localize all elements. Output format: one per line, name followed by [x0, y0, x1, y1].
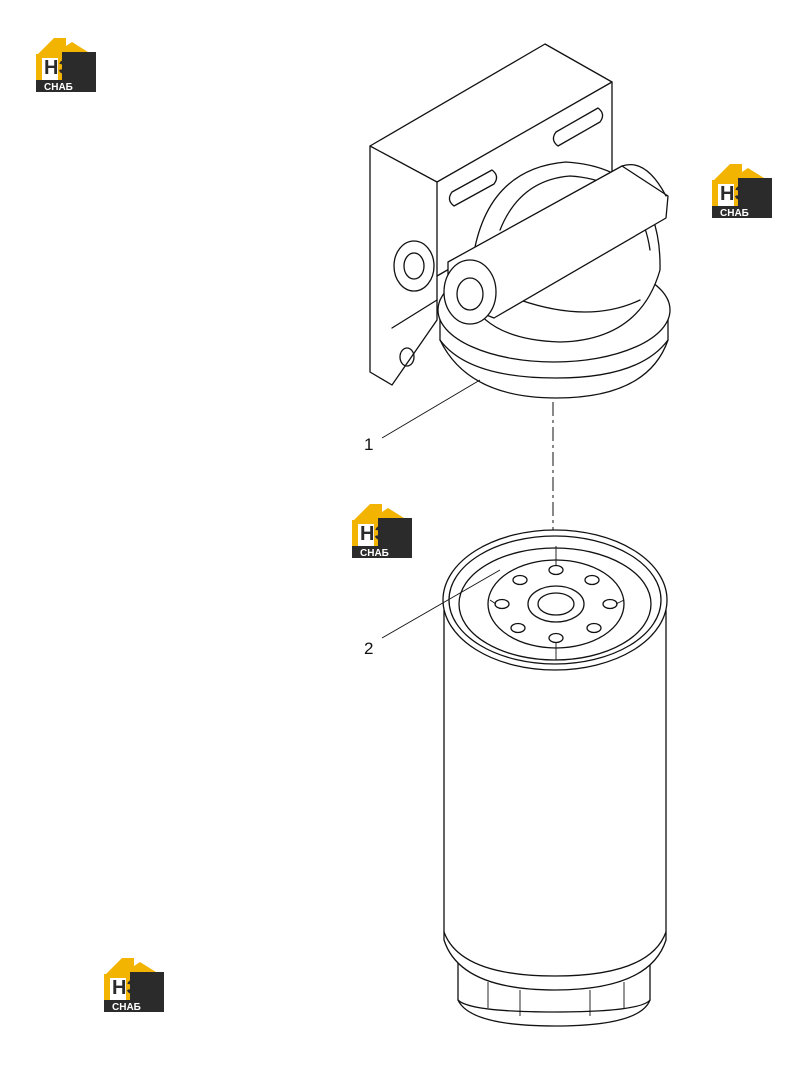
svg-text:НЗ: НЗ — [112, 977, 139, 999]
svg-text:СНАБ: СНАБ — [112, 1002, 141, 1013]
svg-text:НЗ: НЗ — [360, 523, 387, 545]
callout-2-label: 2 — [364, 639, 373, 658]
svg-text:НЗ: НЗ — [720, 183, 747, 205]
canister-body — [443, 609, 667, 991]
callout-2: 2 — [364, 569, 501, 658]
svg-text:СНАБ: СНАБ — [720, 208, 749, 219]
filter-head — [369, 43, 671, 399]
svg-text:СНАБ: СНАБ — [360, 548, 389, 559]
svg-text:СНАБ: СНАБ — [44, 82, 73, 93]
watermark-logo: НЗ СНАБ — [712, 164, 772, 219]
svg-text:НЗ: НЗ — [44, 57, 71, 79]
callout-1-label: 1 — [364, 435, 373, 454]
watermark-logo: НЗ СНАБ — [104, 958, 164, 1013]
callout-1: 1 — [364, 379, 481, 454]
filter-element — [442, 529, 668, 1027]
watermark-logo: НЗ СНАБ — [352, 504, 412, 559]
watermark-logo: НЗ СНАБ — [36, 38, 96, 93]
